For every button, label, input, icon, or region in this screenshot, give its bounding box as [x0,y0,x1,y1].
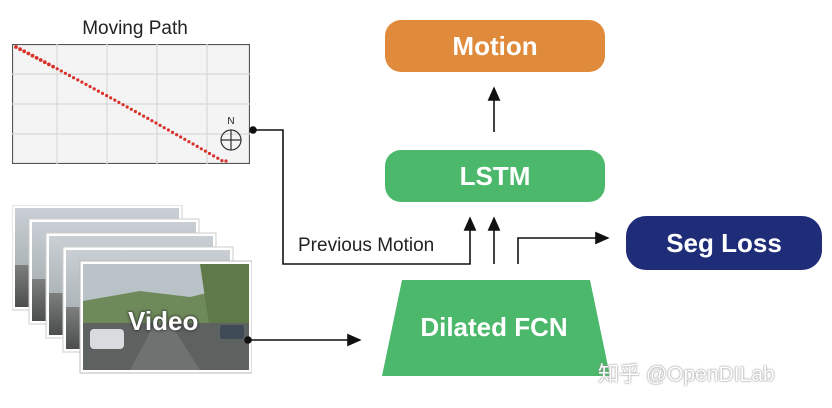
path-dot [203,149,207,153]
video-frames [12,205,252,374]
path-dot [42,60,47,65]
path-dot [72,76,76,80]
moving-path-plot: N [12,44,250,164]
path-dot [175,133,179,137]
path-dot [63,71,67,75]
path-dot [195,144,199,148]
path-dot [67,73,72,78]
path-dot [129,107,133,111]
path-dot [100,91,105,95]
path-dot [92,87,96,91]
compass-letter: N [227,116,234,127]
video-label: Video [128,306,199,336]
path-dot [105,94,109,98]
previous-motion-label: Previous Motion [298,235,435,256]
dilated-fcn-label: Dilated FCN [420,312,568,342]
path-dot [133,109,137,114]
video-frame-stack [12,205,252,374]
path-dot [26,51,31,56]
path-dot [158,123,162,127]
motion-node: Motion [385,20,605,72]
fcn-to-segloss-arrow [517,231,610,264]
path-dots [14,45,228,163]
path-dot [150,119,154,123]
path-dot [207,151,212,156]
path-dot [109,96,113,100]
grid-lines [12,44,250,164]
path-dot [191,142,195,146]
path-dot [154,121,158,125]
path-dot [59,69,63,73]
path-dot [224,159,228,163]
path-dot [34,56,39,60]
path-dot [220,159,224,163]
path-dot [88,85,92,89]
path-dot [216,156,220,160]
path-dot [117,100,121,104]
previous-motion-arrow [253,129,477,265]
compass-icon: N [220,116,242,151]
path-dot [76,78,80,82]
path-dot [51,64,55,69]
path-dot [121,103,125,107]
video-front-frame [79,260,252,374]
path-dot [187,140,191,144]
path-dot [84,82,88,86]
path-dot [38,58,43,62]
path-dot [113,98,117,102]
path-dot [96,89,100,93]
path-dot [14,45,18,49]
path-dot [137,112,142,116]
path-dot [162,126,166,130]
path-dot [146,116,150,120]
path-dot [179,135,183,139]
path-dot [22,49,27,54]
path-dot [142,114,146,118]
dilated-fcn-block [382,280,610,376]
path-dot [125,105,129,109]
lstm-node: LSTM [385,150,605,202]
path-dot [18,47,22,52]
path-dot [47,62,51,67]
path-dot [170,130,175,134]
seg-loss-node: Seg Loss [626,216,822,270]
watermark: 知乎 @OpenDILab [598,363,775,386]
path-dot [212,154,216,158]
path-dot [183,137,187,141]
path-dot [166,128,170,132]
moving-path-label: Moving Path [82,18,188,39]
path-dot [55,67,59,71]
path-dot [30,53,35,58]
path-dot [199,147,203,151]
path-dot [80,80,84,84]
